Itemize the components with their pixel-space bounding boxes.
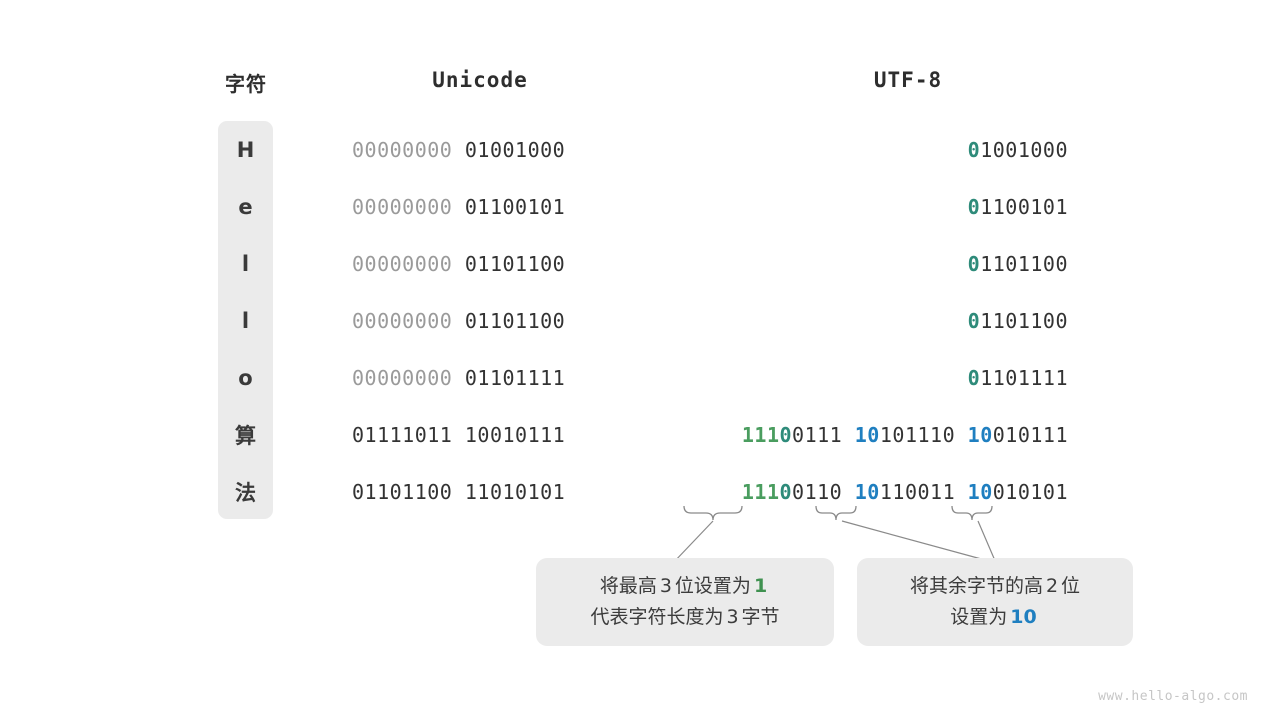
unicode-bits: 00000000 01001000: [352, 121, 565, 178]
callout-leading-text4: 字节: [741, 606, 780, 628]
unicode-segment: 01111011: [352, 422, 453, 447]
unicode-bits: 01101100 11010101: [352, 463, 565, 520]
utf8-segment: 0: [779, 479, 793, 504]
callout-continuation-count: 2: [1045, 575, 1059, 598]
utf8-segment: 10: [967, 479, 993, 504]
unicode-segment: 01001000: [464, 137, 566, 162]
character-cell: l: [241, 251, 250, 276]
utf8-segment: 0: [967, 251, 981, 276]
utf8-segment: 111: [741, 422, 780, 447]
unicode-segment: 00000000: [352, 308, 453, 333]
utf8-segment: 0111: [792, 422, 855, 447]
unicode-segment: 01101100: [464, 251, 566, 276]
column-header-utf8: UTF-8: [873, 68, 943, 92]
callout-leading-bytecount: 3: [726, 606, 739, 628]
unicode-segment: 01100101: [464, 194, 566, 219]
character-cell: o: [238, 365, 253, 390]
callout-leading-text1: 将最高: [599, 575, 657, 598]
utf8-segment: 0: [967, 365, 981, 390]
character-column-panel: [218, 121, 273, 519]
callout-leading-text2: 位设置为: [674, 575, 751, 598]
utf8-segment: 0: [967, 194, 981, 219]
unicode-segment: 01101100: [464, 308, 566, 333]
utf8-segment: 0110: [792, 479, 855, 504]
utf8-segment: 101110: [879, 422, 968, 447]
unicode-segment: [452, 252, 465, 276]
leader-line-leading-byte: [672, 520, 714, 564]
utf8-segment: 10: [854, 479, 880, 504]
utf8-segment: 1100101: [980, 194, 1068, 219]
unicode-segment: [452, 195, 465, 219]
utf8-segment: 10: [854, 422, 880, 447]
unicode-segment: 10010111: [464, 422, 566, 447]
unicode-bits: 00000000 01101100: [352, 235, 565, 292]
unicode-bits: 00000000 01100101: [352, 178, 565, 235]
utf8-segment: 010101: [992, 479, 1068, 504]
callout-continuation-text3: 设置为: [950, 606, 1008, 628]
utf8-segment: 1101111: [980, 365, 1068, 390]
unicode-segment: 00000000: [352, 194, 453, 219]
callout-leading-value: 1: [753, 575, 768, 598]
utf8-segment: 1101100: [980, 308, 1068, 333]
callout-continuation-text2: 位: [1061, 575, 1081, 598]
unicode-bits: 00000000 01101111: [352, 349, 565, 406]
utf8-segment: 010111: [992, 422, 1068, 447]
unicode-segment: 01101111: [464, 365, 566, 390]
column-header-character: 字符: [225, 72, 267, 96]
column-header-unicode: Unicode: [432, 68, 528, 92]
unicode-segment: [452, 366, 465, 390]
character-cell: 法: [235, 480, 256, 505]
unicode-bits: 00000000 01101100: [352, 292, 565, 349]
character-cell: l: [241, 308, 250, 333]
callout-leading-text3: 代表字符长度为: [590, 606, 724, 628]
unicode-segment: 11010101: [464, 479, 566, 504]
utf8-segment: 111: [741, 479, 780, 504]
character-cell: 算: [235, 423, 256, 448]
utf8-segment: 1001000: [980, 137, 1068, 162]
utf8-segment: 0: [967, 308, 981, 333]
unicode-segment: [452, 138, 465, 162]
unicode-segment: 01101100: [352, 479, 453, 504]
watermark: www.hello-algo.com: [1098, 689, 1248, 704]
unicode-segment: 00000000: [352, 251, 453, 276]
callout-continuation-value: 10: [1010, 606, 1037, 628]
unicode-segment: [452, 423, 465, 447]
unicode-segment: 00000000: [352, 137, 453, 162]
callout-leading-count: 3: [659, 575, 672, 598]
character-cell: H: [236, 137, 255, 162]
leader-line-continuation-2: [977, 520, 997, 564]
utf8-segment: 1101100: [980, 251, 1068, 276]
unicode-segment: 00000000: [352, 365, 453, 390]
utf8-segment: 0: [779, 422, 793, 447]
leader-line-continuation-1: [841, 520, 997, 564]
utf8-segment: 0: [967, 137, 981, 162]
callout-continuation-text1: 将其余字节的高: [909, 575, 1043, 598]
utf8-segment: 110011: [879, 479, 968, 504]
character-cell: e: [238, 194, 253, 219]
unicode-segment: [452, 309, 465, 333]
utf8-segment: 10: [967, 422, 993, 447]
unicode-bits: 01111011 10010111: [352, 406, 565, 463]
unicode-segment: [452, 480, 465, 504]
